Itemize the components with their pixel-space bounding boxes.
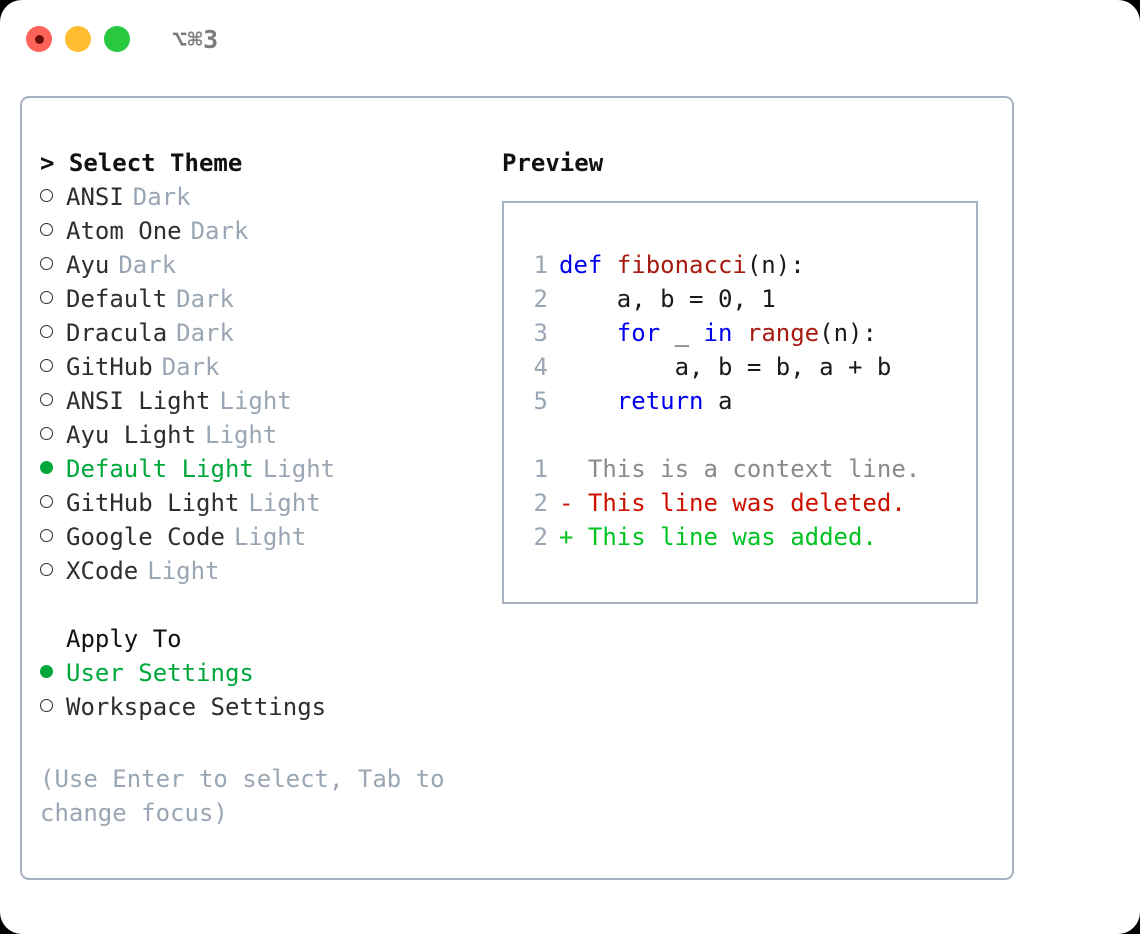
code-line-1: 2 a, b = 0, 1: [520, 282, 920, 316]
code-token-plain: a: [703, 387, 733, 415]
theme-option-label: Default: [66, 285, 168, 313]
code-line-content: a, b = b, a + b: [559, 350, 892, 384]
apply-to-option-1[interactable]: Workspace Settings: [40, 690, 470, 724]
theme-option-label: Ayu: [66, 251, 110, 279]
theme-option-tag: Light: [248, 489, 321, 517]
theme-option-tag: Light: [219, 387, 292, 415]
diff-line-1: 2 - This line was deleted.: [520, 486, 920, 520]
theme-option-tag: Light: [205, 421, 278, 449]
theme-option-6[interactable]: ANSI Light Light: [40, 384, 470, 418]
code-token-function: fibonacci: [616, 251, 747, 279]
code-line-0: 1 def fibonacci(n):: [520, 248, 920, 282]
minimize-window-icon[interactable]: [65, 26, 91, 52]
code-line-4: 5 return a: [520, 384, 920, 418]
code-line-2: 3 for _ in range(n):: [520, 316, 920, 350]
code-token-keyword: return: [616, 387, 704, 415]
theme-option-tag: Dark: [132, 183, 191, 211]
code-token-plain: _: [660, 319, 704, 347]
theme-option-10[interactable]: Google Code Light: [40, 520, 470, 554]
code-token-plain: (n):: [746, 251, 805, 279]
diff-line-content-added: + This line was added.: [559, 523, 877, 551]
code-token-plain: [559, 319, 617, 347]
code-line-3: 4 a, b = b, a + b: [520, 350, 920, 384]
code-diff-separator: [520, 418, 920, 452]
theme-option-label: Dracula: [66, 319, 168, 347]
theme-option-tag: Dark: [190, 217, 249, 245]
diff-line-number: 2: [533, 489, 548, 517]
code-line-content: for _ in range(n):: [559, 316, 877, 350]
theme-option-tag: Light: [233, 523, 307, 551]
code-token-function: range: [746, 319, 820, 347]
code-token-keyword: for: [616, 319, 661, 347]
code-line-content: a, b = 0, 1: [559, 282, 776, 316]
theme-option-tag: Dark: [176, 319, 234, 347]
preview-heading: Preview: [502, 149, 604, 177]
apply-to-option-label: User Settings: [66, 659, 254, 687]
theme-option-3[interactable]: Default Dark: [40, 282, 470, 316]
list-spacer: [40, 588, 470, 622]
code-line-content: return a: [559, 384, 733, 418]
diff-line-0: 1 This is a context line.: [520, 452, 921, 486]
code-token-plain: (n):: [819, 319, 877, 347]
apply-to-option-0[interactable]: User Settings: [40, 656, 470, 690]
theme-option-tag: Light: [262, 455, 336, 483]
maximize-window-icon[interactable]: [104, 26, 130, 52]
diff-line-content-deleted: - This line was deleted.: [559, 489, 906, 517]
theme-option-label: XCode: [66, 557, 139, 585]
code-token-plain: [559, 387, 617, 415]
apply-to-option-label: Workspace Settings: [66, 693, 327, 721]
theme-option-tag: Dark: [176, 285, 234, 313]
code-token-plain: a, b = b, a + b: [559, 353, 892, 381]
theme-option-9[interactable]: GitHub Light Light: [40, 486, 470, 520]
theme-option-label: Ayu Light: [66, 421, 197, 449]
diff-line-number: 1: [533, 455, 548, 483]
code-line-number: 2: [533, 285, 548, 313]
theme-option-tag: Light: [147, 557, 220, 585]
theme-option-label: Default Light: [66, 455, 254, 483]
theme-option-label: GitHub: [66, 353, 153, 381]
code-token-keyword: in: [703, 319, 733, 347]
window-title: ⌥⌘3: [172, 24, 219, 54]
code-token-plain: [732, 319, 746, 347]
theme-option-tag: Dark: [161, 353, 220, 381]
theme-option-7[interactable]: Ayu Light Light: [40, 418, 470, 452]
code-line-content: def fibonacci(n):: [559, 248, 805, 282]
theme-option-label: ANSI: [66, 183, 124, 211]
theme-option-5[interactable]: GitHub Dark: [40, 350, 470, 384]
close-window-icon[interactable]: [26, 26, 52, 52]
theme-option-2[interactable]: Ayu Dark: [40, 248, 470, 282]
theme-option-4[interactable]: Dracula Dark: [40, 316, 470, 350]
theme-option-label: GitHub Light: [66, 489, 240, 517]
diff-line-2: 2 + This line was added.: [520, 520, 920, 554]
code-line-number: 4: [533, 353, 548, 381]
theme-option-tag: Dark: [118, 251, 177, 279]
code-line-number: 5: [533, 387, 548, 415]
theme-option-label: Atom One: [66, 217, 182, 245]
code-token-keyword: def: [559, 251, 617, 279]
theme-option-1[interactable]: Atom One Dark: [40, 214, 470, 248]
theme-picker-heading: > Select Theme: [40, 149, 243, 177]
keyboard-hint-text: (Use Enter to select, Tab to change focu…: [40, 765, 445, 827]
code-line-number: 3: [533, 319, 548, 347]
code-line-number: 1: [533, 251, 548, 279]
apply-to-heading: Apply To: [66, 625, 182, 653]
theme-option-11[interactable]: XCode Light: [40, 554, 470, 588]
theme-option-label: ANSI Light: [66, 387, 211, 415]
theme-option-0[interactable]: ANSI Dark: [40, 180, 470, 214]
theme-option-8[interactable]: Default Light Light: [40, 452, 470, 486]
theme-option-label: Google Code: [66, 523, 225, 551]
title-bar: ⌥⌘3: [0, 0, 1140, 78]
diff-line-number: 2: [533, 523, 548, 551]
traffic-light-group: [26, 26, 130, 52]
code-token-plain: a, b = 0, 1: [559, 285, 776, 313]
diff-line-content-context: This is a context line.: [559, 455, 921, 483]
